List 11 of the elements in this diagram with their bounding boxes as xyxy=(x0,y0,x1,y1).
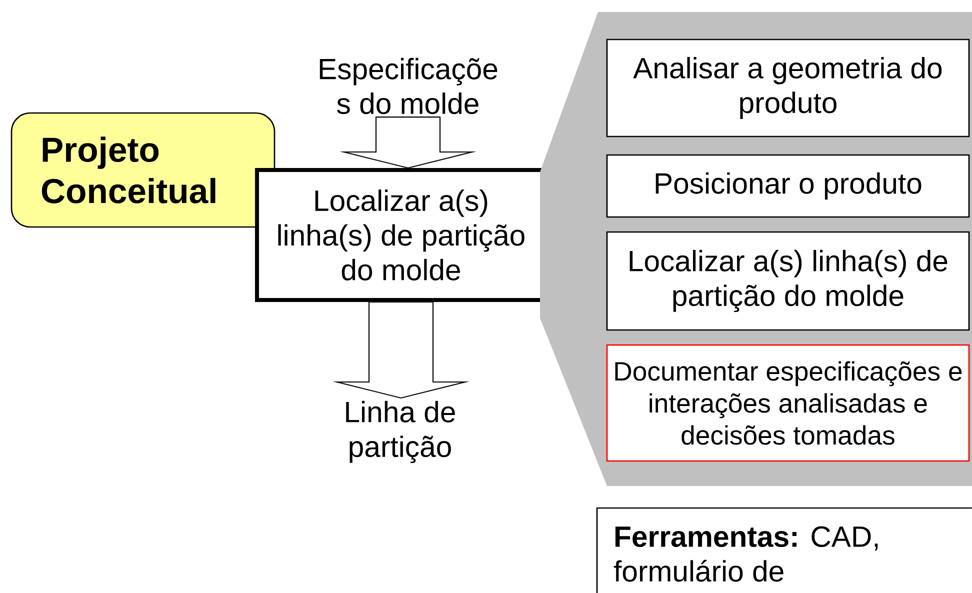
task-box: Documentar especificações e interações analisadas e decisões tomadas xyxy=(606,344,970,462)
block-arrow xyxy=(340,116,476,169)
task-box: Ferramentas: CAD, formulário de xyxy=(596,507,972,593)
stage-box: Projeto Conceitual xyxy=(10,112,276,228)
flow-text: Linha de partição xyxy=(346,400,455,464)
process-box: Localizar a(s) linha(s) de partição do molde xyxy=(255,168,547,302)
task-box: Analisar a geometria do produto xyxy=(606,38,970,138)
flow-text: Especificaçõe s do molde xyxy=(320,58,498,114)
task-box: Posicionar o produto xyxy=(606,154,970,218)
task-box: Localizar a(s) linha(s) de partição do molde xyxy=(606,231,970,331)
block-arrow xyxy=(332,301,470,399)
